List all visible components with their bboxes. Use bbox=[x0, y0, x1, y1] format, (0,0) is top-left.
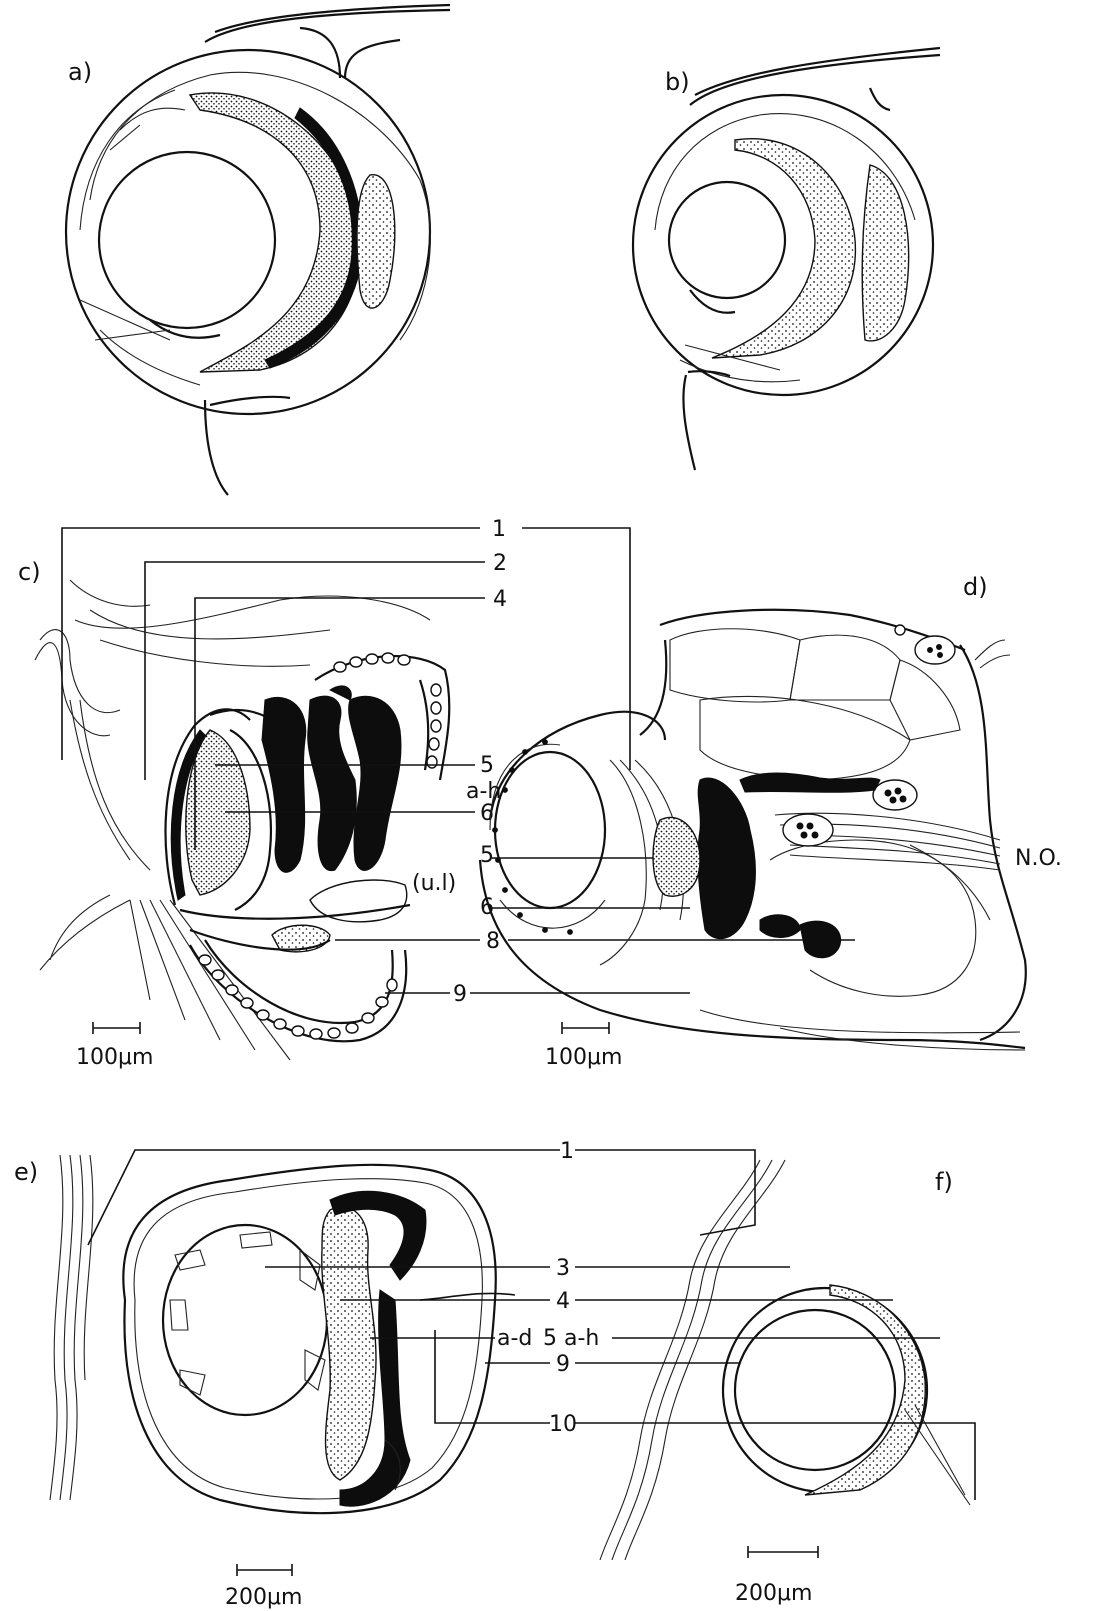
cell-row-bottom bbox=[199, 955, 397, 1039]
panel-label-a: a) bbox=[68, 58, 92, 86]
panel-label-d: d) bbox=[963, 573, 988, 601]
scale-bar-d: 100μm bbox=[545, 1045, 622, 1070]
marker-ef-3: 3 bbox=[556, 1256, 570, 1281]
marker-c-9: 9 bbox=[453, 982, 467, 1007]
panel-b-eye-section: b) bbox=[633, 48, 940, 470]
marker-c-5b: 5 bbox=[480, 843, 494, 868]
panel-c-eye-section: 1 2 4 5 a-h 6 5 (u.l) 6 8 9 100μm c) bbox=[18, 517, 630, 1070]
panel-e-eye-section: e) 200μm bbox=[14, 1155, 496, 1610]
scale-bar-f: 200μm bbox=[735, 1581, 812, 1606]
marker-ef-5-a-h: 5 a-h bbox=[543, 1326, 599, 1351]
marker-ef-10: 10 bbox=[549, 1412, 577, 1437]
ef-leader-lines bbox=[88, 1150, 975, 1500]
panel-a-eye-section: a) bbox=[66, 5, 450, 495]
panel-label-f: f) bbox=[935, 1168, 953, 1196]
marker-c-5: 5 bbox=[480, 753, 494, 778]
marker-ef-9: 9 bbox=[556, 1352, 570, 1377]
marker-ef-1: 1 bbox=[560, 1139, 574, 1164]
marker-ef-a-d: a-d bbox=[497, 1326, 532, 1351]
marker-c-8: 8 bbox=[486, 929, 500, 954]
marker-c-2: 2 bbox=[493, 551, 507, 576]
panel-d-head-section: N.O. 100μm d) bbox=[480, 573, 1062, 1070]
marker-c-ul: (u.l) bbox=[412, 871, 456, 896]
scale-bar-c: 100μm bbox=[76, 1045, 153, 1070]
panel-label-c: c) bbox=[18, 558, 41, 586]
panel-label-e: e) bbox=[14, 1158, 38, 1186]
panel-f-eye-section: f) 200μm bbox=[600, 1160, 970, 1606]
marker-d-no: N.O. bbox=[1015, 846, 1062, 871]
panel-label-b: b) bbox=[665, 68, 690, 96]
marker-ef-4: 4 bbox=[556, 1289, 570, 1314]
marker-c-4: 4 bbox=[493, 587, 507, 612]
marker-c-1: 1 bbox=[492, 517, 506, 542]
scale-bar-e: 200μm bbox=[225, 1585, 302, 1610]
